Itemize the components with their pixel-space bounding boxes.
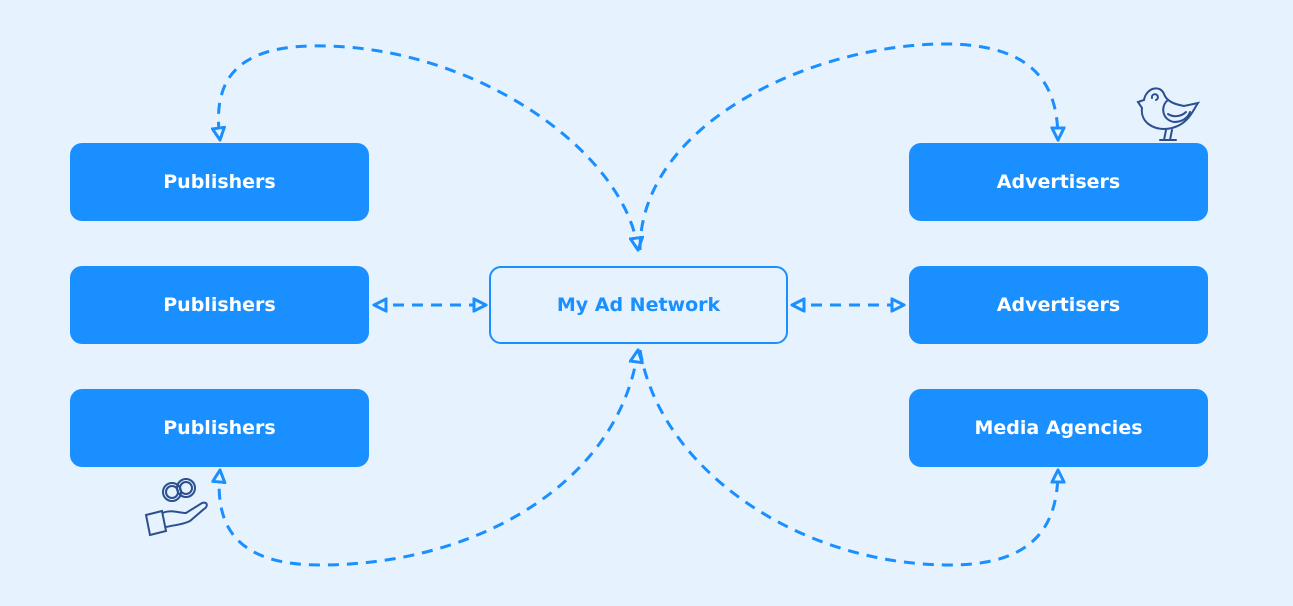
link-center-advertisers-top — [638, 42, 1058, 251]
node-label: Publishers — [163, 294, 276, 316]
node-label: Advertisers — [996, 171, 1121, 193]
bird-icon — [1136, 87, 1201, 141]
link-center-publishers-top — [218, 44, 638, 250]
advertisers-node-1: Advertisers — [909, 143, 1208, 221]
link-center-publishers-bottom — [219, 350, 638, 567]
node-label: Publishers — [163, 171, 276, 193]
my-ad-network-node: My Ad Network — [489, 266, 788, 344]
link-center-agencies — [638, 349, 1058, 567]
node-label: My Ad Network — [556, 294, 721, 316]
publishers-node-1: Publishers — [70, 143, 369, 221]
publishers-node-2: Publishers — [70, 266, 369, 344]
node-label: Advertisers — [996, 294, 1121, 316]
publishers-node-3: Publishers — [70, 389, 369, 467]
node-label: Media Agencies — [974, 417, 1143, 439]
money-hand-icon — [144, 478, 208, 537]
node-label: Publishers — [163, 417, 276, 439]
advertisers-node-2: Advertisers — [909, 266, 1208, 344]
media-agencies-node: Media Agencies — [909, 389, 1208, 467]
